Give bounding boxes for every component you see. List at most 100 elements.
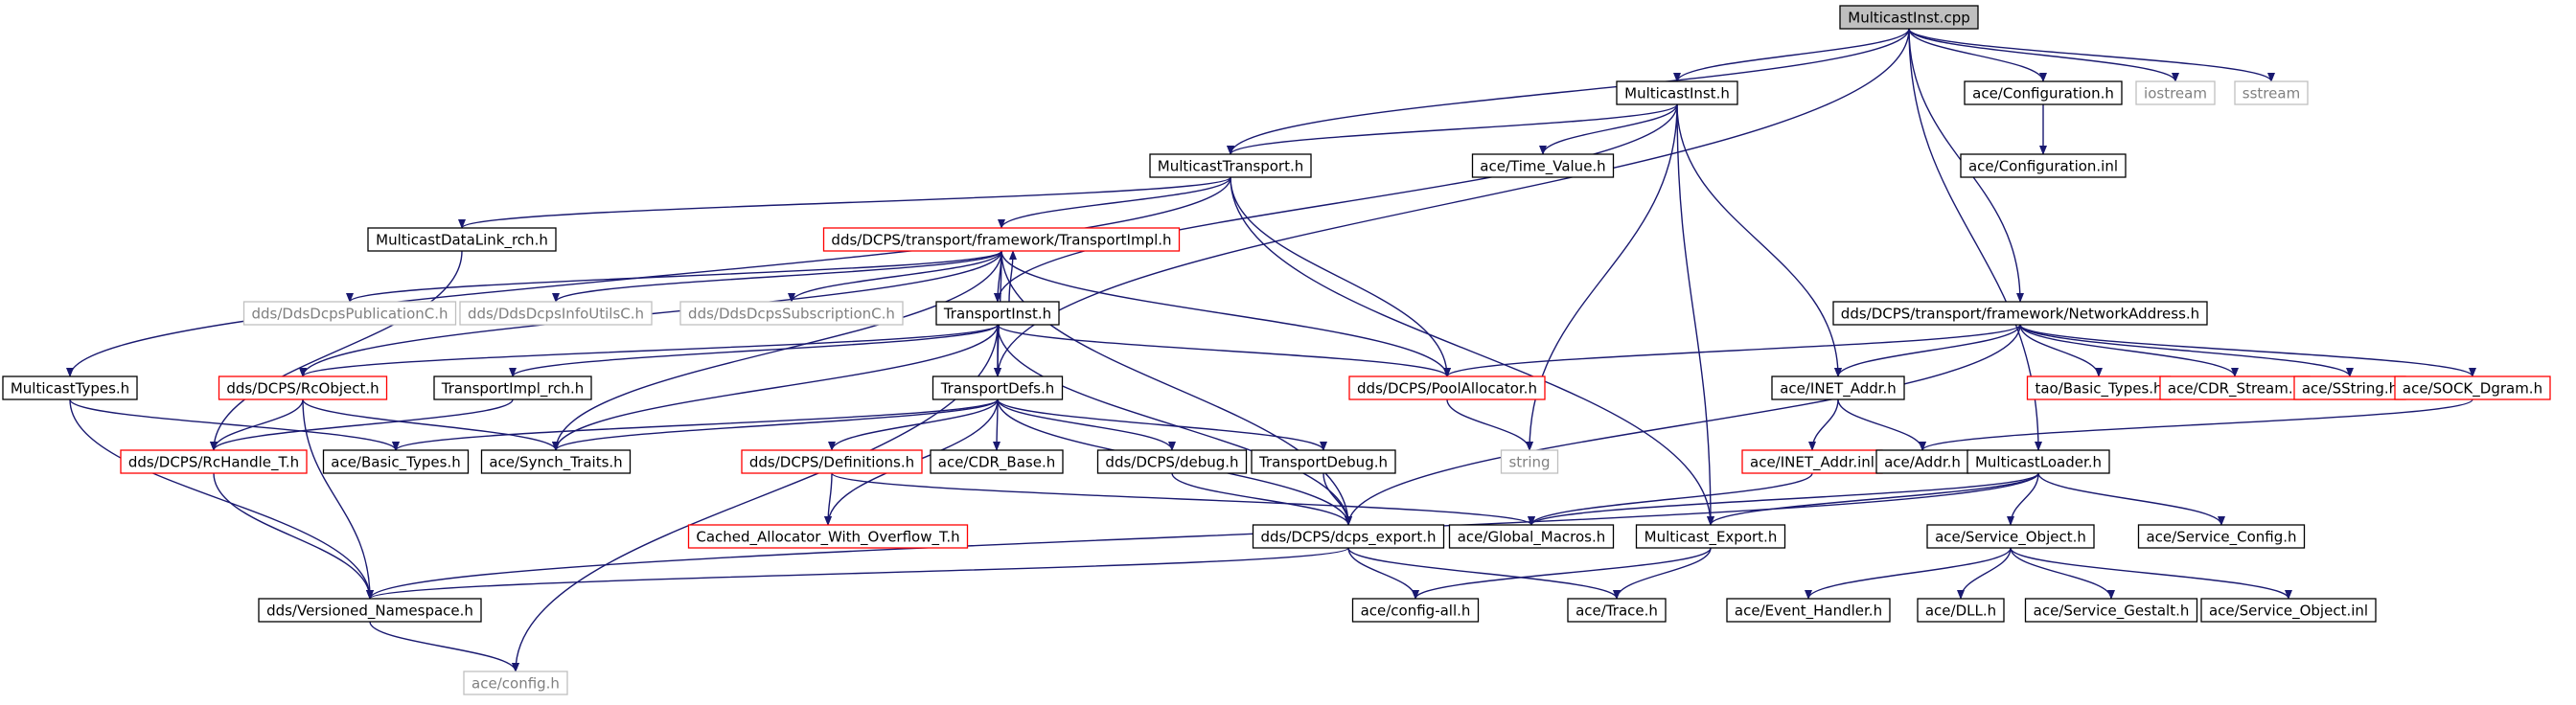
node-label: MulticastDataLink_rch.h [376, 232, 548, 250]
node-tinst[interactable]: TransportInst.h [935, 301, 1060, 326]
node-cdrbase[interactable]: ace/CDR_Base.h [930, 449, 1064, 474]
edge-tdefs-to-synch [552, 398, 999, 451]
edge-sockdgram-to-addr [1919, 398, 2473, 451]
node-box [1348, 375, 1546, 400]
edge-minst-to-mexport [1676, 103, 1714, 526]
edge-root-to-tdefs [994, 28, 1910, 377]
node-mdlrch[interactable]: MulticastDataLink_rch.h [367, 227, 557, 252]
node-rchandle[interactable]: dds/DCPS/RcHandle_T.h [120, 449, 308, 474]
node-label: dds/DCPS/transport/framework/TransportIm… [831, 232, 1171, 249]
node-box [2200, 598, 2377, 623]
node-box [1448, 524, 1615, 549]
node-gestalt[interactable]: ace/Service_Gestalt.h [2024, 598, 2198, 623]
edge-mloader-to-mexport [1707, 472, 2039, 526]
node-box [1964, 80, 2123, 105]
node-sstring[interactable]: ace/SString.h [2293, 375, 2406, 400]
node-string[interactable]: string [1500, 449, 1559, 474]
node-label: TransportDebug.h [1258, 454, 1388, 471]
edge-versioned-to-config [369, 621, 519, 672]
node-label: dds/DdsDcpsInfoUtilsC.h [468, 306, 644, 323]
node-label: TransportDefs.h [940, 380, 1055, 398]
node-box [1635, 524, 1786, 549]
edge-timpl-to-pubc [346, 250, 1002, 303]
node-mexport[interactable]: Multicast_Export.h [1635, 524, 1786, 549]
edge-mloader-to-globalmacros [1528, 472, 2039, 526]
node-box [687, 524, 969, 549]
node-poolalloc[interactable]: dds/DCPS/PoolAllocator.h [1348, 375, 1546, 400]
node-pubc[interactable]: dds/DdsDcpsPublicationC.h [242, 301, 457, 326]
node-box [1351, 598, 1480, 623]
node-label: tao/Basic_Types.h [2035, 380, 2162, 398]
node-cfgall[interactable]: ace/config-all.h [1351, 598, 1480, 623]
node-svcobjinl[interactable]: ace/Service_Object.inl [2200, 598, 2377, 623]
node-inetaddr[interactable]: ace/INET_Addr.h [1771, 375, 1905, 400]
node-label: Multicast_Export.h [1644, 529, 1778, 547]
node-root[interactable]: MulticastInst.cpp [1839, 5, 1979, 30]
node-taobasic[interactable]: tao/Basic_Types.h [2026, 375, 2172, 400]
node-label: ace/Service_Gestalt.h [2034, 603, 2190, 621]
node-box [1252, 524, 1445, 549]
node-label: dds/DCPS/PoolAllocator.h [1357, 380, 1537, 398]
node-mtrans[interactable]: MulticastTransport.h [1149, 153, 1312, 178]
node-box [1926, 524, 2095, 549]
node-synch[interactable]: ace/Synch_Traits.h [480, 449, 632, 474]
edge-poolalloc-to-string [1446, 398, 1533, 451]
node-label: iostream [2144, 85, 2207, 102]
node-label: TransportInst.h [943, 306, 1051, 323]
node-svcobj[interactable]: ace/Service_Object.h [1926, 524, 2095, 549]
edge-timpl-to-dcpsexport [1000, 250, 1352, 526]
node-label: ace/DLL.h [1925, 603, 1996, 620]
node-sstream[interactable]: sstream [2234, 80, 2309, 105]
node-defs[interactable]: dds/DCPS/Definitions.h [741, 449, 923, 474]
node-evhandler[interactable]: ace/Event_Handler.h [1726, 598, 1891, 623]
node-inetinl[interactable]: ace/INET_Addr.inl [1741, 449, 1883, 474]
edge-mtypes-to-versioned [69, 398, 374, 600]
node-versioned[interactable]: dds/Versioned_Namespace.h [258, 598, 482, 623]
node-tdebug[interactable]: TransportDebug.h [1251, 449, 1396, 474]
node-acebasic[interactable]: ace/Basic_Types.h [322, 449, 470, 474]
edge-debug-to-dcpsexport [1171, 472, 1352, 526]
node-timeval[interactable]: ace/Time_Value.h [1471, 153, 1615, 178]
node-label: ace/Addr.h [1884, 454, 1961, 471]
node-label: dds/DCPS/transport/framework/NetworkAddr… [1841, 306, 2199, 323]
node-addr[interactable]: ace/Addr.h [1875, 449, 1969, 474]
node-debug[interactable]: dds/DCPS/debug.h [1096, 449, 1248, 474]
node-label: dds/DdsDcpsPublicationC.h [252, 306, 448, 323]
node-config[interactable]: ace/config.h [463, 671, 568, 695]
node-cfginl[interactable]: ace/Configuration.inl [1960, 153, 2127, 178]
node-cachedalloc[interactable]: Cached_Allocator_With_Overflow_T.h [687, 524, 969, 549]
edge-svcobj-to-evhandler [1805, 547, 2012, 600]
node-timpl[interactable]: dds/DCPS/transport/framework/TransportIm… [822, 227, 1181, 252]
node-acecfg[interactable]: ace/Configuration.h [1964, 80, 2123, 105]
node-dll[interactable]: ace/DLL.h [1917, 598, 2005, 623]
node-svccfg[interactable]: ace/Service_Config.h [2137, 524, 2306, 549]
node-label: ace/config-all.h [1361, 603, 1471, 620]
edge-tinst-to-dcpsexport [997, 324, 1352, 526]
edge-netaddr-to-sockdgram [2019, 324, 2476, 377]
node-rcobj[interactable]: dds/DCPS/RcObject.h [218, 375, 388, 400]
edge-tinst-to-rcobj [299, 324, 999, 377]
node-sockdgram[interactable]: ace/SOCK_Dgram.h [2394, 375, 2551, 400]
node-subc[interactable]: dds/DdsDcpsSubscriptionC.h [679, 301, 904, 326]
node-minst[interactable]: MulticastInst.h [1616, 80, 1738, 105]
node-mtypes[interactable]: MulticastTypes.h [2, 375, 138, 400]
node-label: MulticastTypes.h [11, 380, 129, 398]
node-infoutils[interactable]: dds/DdsDcpsInfoUtilsC.h [459, 301, 653, 326]
edge-mtrans-to-poolalloc [1230, 176, 1451, 377]
node-iostream[interactable]: iostream [2135, 80, 2216, 105]
node-globalmacros[interactable]: ace/Global_Macros.h [1448, 524, 1615, 549]
node-box [741, 449, 923, 474]
node-mloader[interactable]: MulticastLoader.h [1966, 449, 2110, 474]
node-box [1741, 449, 1883, 474]
node-trace[interactable]: ace/Trace.h [1567, 598, 1667, 623]
node-dcpsexport[interactable]: dds/DCPS/dcps_export.h [1252, 524, 1445, 549]
node-timplrch[interactable]: TransportImpl_rch.h [433, 375, 592, 400]
edge-mdlrch-to-rchandle [210, 250, 463, 451]
node-netaddr[interactable]: dds/DCPS/transport/framework/NetworkAddr… [1832, 301, 2208, 326]
edge-root-to-sstream [1908, 28, 2275, 82]
node-box [2137, 524, 2306, 549]
node-tdefs[interactable]: TransportDefs.h [932, 375, 1064, 400]
node-cdrstream[interactable]: ace/CDR_Stream.h [2159, 375, 2311, 400]
node-box [1966, 449, 2110, 474]
